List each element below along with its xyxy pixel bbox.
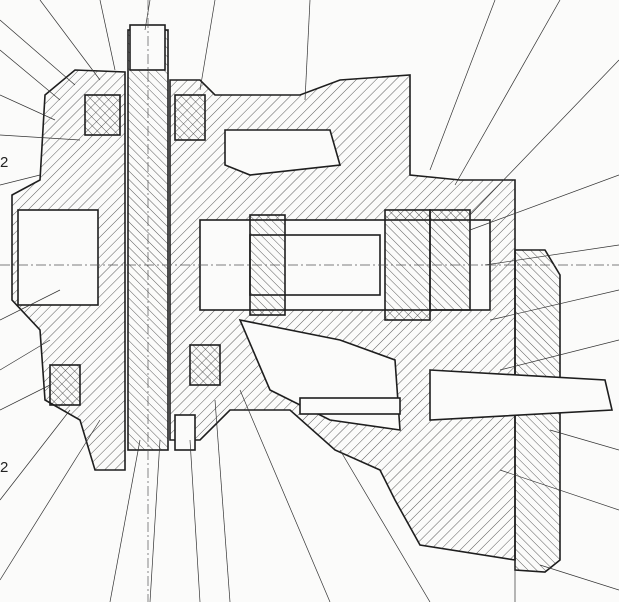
left-bore: [17, 209, 99, 306]
tool-shank: [429, 369, 613, 421]
lower-bearing: [49, 364, 81, 406]
lower-bearing-r: [189, 344, 221, 386]
upper-bearing: [84, 94, 121, 136]
callout-label-lower: 2: [0, 459, 9, 476]
bearing-far: [429, 209, 471, 311]
callout-label-upper: 2: [0, 154, 9, 171]
upper-arm-cutout: [224, 129, 342, 176]
shaft-cap: [129, 24, 166, 71]
upper-bearing-r: [174, 94, 206, 141]
lower-bolt: [299, 397, 401, 415]
lower-nut: [174, 414, 196, 451]
